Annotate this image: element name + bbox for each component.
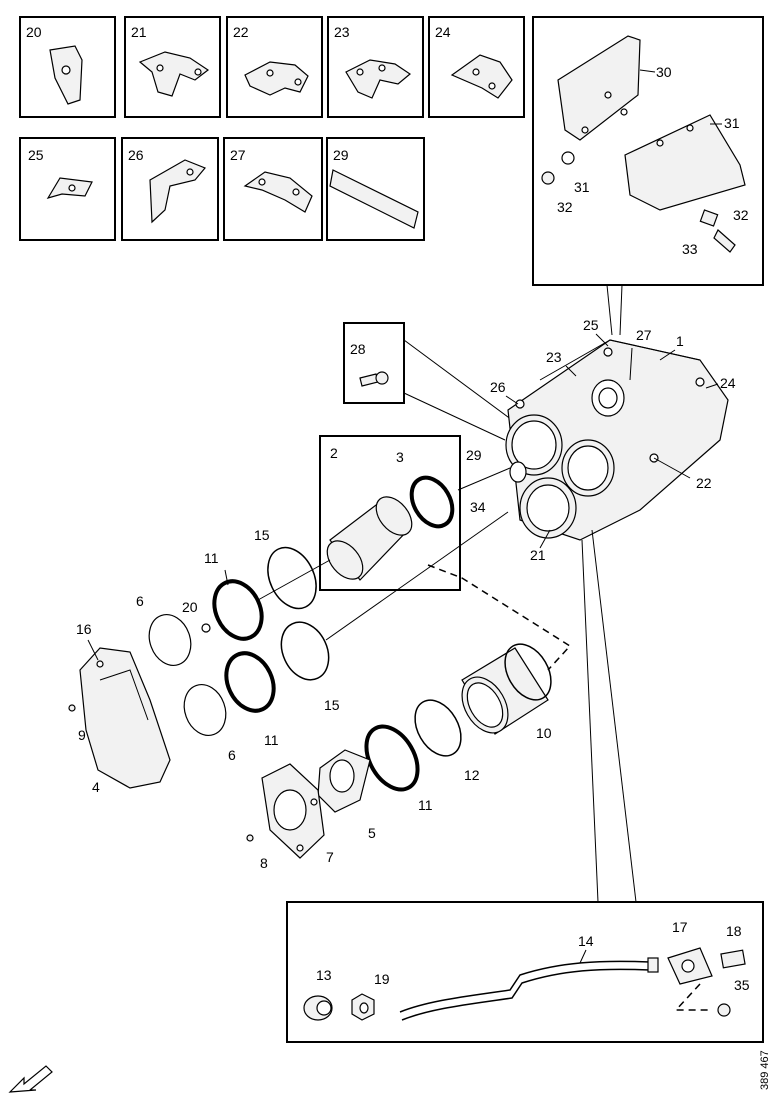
callout-label: 7 [326, 849, 334, 865]
heat-shield-31 [624, 114, 746, 211]
callout-label: 31 [724, 115, 740, 131]
nut-35 [717, 1003, 731, 1017]
callout-label: 31 [574, 179, 590, 195]
bracket-box-22: 22 [226, 16, 323, 118]
callout-label: 14 [578, 933, 594, 949]
heat-shield-box: 30 31 31 32 32 33 [532, 16, 764, 286]
callout-label: 18 [726, 923, 742, 939]
bolt-box-28: 28 [343, 322, 405, 404]
callout-label: 10 [536, 725, 552, 741]
callout-label: 26 [490, 379, 506, 395]
pipe-fitting [647, 957, 659, 973]
callout-label: 23 [546, 349, 562, 365]
callout-label: 24 [435, 24, 451, 40]
callout-label: 8 [260, 855, 268, 871]
callout-label: 21 [530, 547, 546, 563]
figure-id: 389 467 [759, 1050, 771, 1090]
callout-label: 21 [131, 24, 147, 40]
callout-label: 34 [470, 499, 486, 515]
bolt-32 [713, 229, 736, 253]
connector-18 [720, 949, 746, 969]
bracket-box-29: 29 [326, 137, 425, 241]
callout-label: 5 [368, 825, 376, 841]
bracket-22-part [244, 61, 309, 96]
callout-label: 17 [672, 919, 688, 935]
filter-box-2: 2 3 [319, 435, 461, 591]
callout-label: 9 [78, 727, 86, 743]
callout-label: 2 [330, 445, 338, 461]
callout-label: 1 [676, 333, 684, 349]
callout-label: 33 [682, 241, 698, 257]
callout-label: 22 [233, 24, 249, 40]
bracket-box-26: 26 [121, 137, 219, 241]
gasket-3 [409, 475, 455, 529]
callout-label: 20 [182, 599, 198, 615]
callout-label: 16 [76, 621, 92, 637]
screw-9 [68, 704, 76, 712]
washer-31 [561, 151, 575, 165]
bracket-box-20: 20 [19, 16, 116, 118]
callout-label: 20 [26, 24, 42, 40]
heat-shield-30 [557, 35, 641, 141]
bracket-20-part [49, 45, 83, 105]
callout-label: 6 [228, 747, 236, 763]
clamp-11-middle [224, 651, 276, 713]
dpf-housing [505, 339, 729, 541]
flange-5 [317, 749, 371, 813]
callout-label: 29 [333, 147, 349, 163]
bracket-box-27: 27 [223, 137, 323, 241]
callout-label: 3 [396, 449, 404, 465]
callout-label: 11 [204, 550, 219, 566]
clamp-11-lower [364, 724, 420, 792]
callout-label: 27 [636, 327, 652, 343]
callout-label: 19 [374, 971, 390, 987]
callout-label: 25 [583, 317, 599, 333]
bracket-box-23: 23 [327, 16, 424, 118]
plate-6-lower [183, 684, 227, 736]
spacer-33 [699, 209, 719, 227]
callout-label: 4 [92, 779, 100, 795]
sleeve-10 [461, 643, 552, 735]
bracket-box-21: 21 [124, 16, 221, 118]
nut-32 [541, 171, 555, 185]
callout-label: 6 [136, 593, 144, 609]
callout-label: 24 [720, 375, 736, 391]
screw-8 [246, 834, 254, 842]
callout-label: 30 [656, 64, 672, 80]
callout-label: 23 [334, 24, 350, 40]
callout-label: 25 [28, 147, 44, 163]
gasket-15-upper [267, 546, 317, 610]
callout-label: 28 [350, 341, 366, 357]
clamp-11-upper [212, 579, 264, 641]
callout-label: 15 [324, 697, 340, 713]
callout-label: 13 [316, 967, 332, 983]
callout-label: 15 [254, 527, 270, 543]
sensor-pipe-14 [399, 960, 651, 1013]
callout-label: 11 [418, 797, 433, 813]
callout-label: 27 [230, 147, 246, 163]
gasket-15-lower [280, 621, 330, 681]
plate-6-upper [148, 614, 192, 666]
bracket-21-part [138, 51, 210, 97]
cover-4 [79, 647, 171, 789]
callout-label: 29 [466, 447, 482, 463]
gasket-29-part [329, 169, 419, 229]
sensor-line-box: 14 17 18 13 19 35 [286, 901, 764, 1043]
washer-20 [201, 623, 211, 633]
callout-label: 35 [734, 977, 750, 993]
gasket-12 [414, 699, 462, 757]
bracket-24-part [450, 54, 513, 99]
callout-label: 11 [264, 732, 279, 748]
callout-label: 26 [128, 147, 144, 163]
plate-7 [261, 763, 325, 859]
bracket-box-25: 25 [19, 137, 116, 241]
callout-label: 32 [733, 207, 749, 223]
callout-label: 22 [696, 475, 712, 491]
bracket-26-part [149, 159, 206, 224]
callout-label: 12 [464, 767, 480, 783]
callout-label: 32 [557, 199, 573, 215]
bracket-box-24: 24 [428, 16, 525, 118]
orientation-arrow-icon [8, 1065, 53, 1093]
